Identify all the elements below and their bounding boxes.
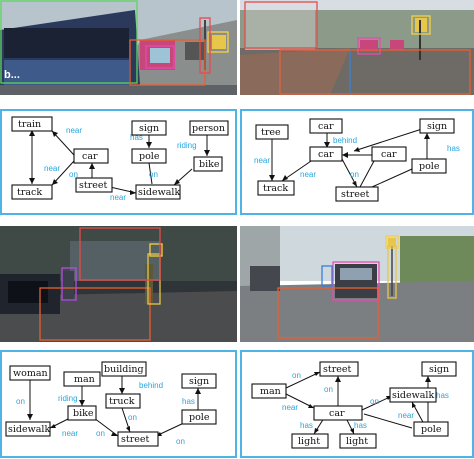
node-street: street (79, 180, 107, 191)
node-sign: sign (429, 364, 449, 375)
bbox-street (129, 39, 206, 86)
edge-label: on (16, 397, 25, 406)
street-photo-rail (240, 0, 474, 95)
node-car: car (82, 151, 98, 162)
node-car: car (381, 149, 397, 160)
edge-label: near (62, 429, 78, 438)
node-car: car (318, 149, 334, 160)
edge-label: has (300, 421, 313, 430)
node-truck: truck (109, 396, 135, 407)
bbox-sign (149, 243, 163, 257)
scene-graph-panel-2: behind near near on has car tree car car… (240, 109, 474, 215)
node-pole: pole (419, 161, 440, 172)
node-person: person (192, 123, 225, 134)
node-building: building (104, 364, 144, 375)
node-street: street (341, 189, 369, 200)
node-bike: bike (73, 408, 94, 419)
edge-label: on (176, 437, 185, 446)
edge-label: has (182, 397, 195, 406)
edge-label: riding (58, 394, 78, 403)
bbox-building (79, 227, 161, 281)
bbox-street (279, 49, 471, 95)
bbox-pole (387, 245, 397, 299)
bbox-car (145, 45, 175, 69)
edge-label: on (350, 170, 359, 179)
node-street: street (323, 364, 351, 375)
node-pole: pole (139, 151, 160, 162)
edge-label: on (96, 429, 105, 438)
street-photo-car (240, 226, 474, 342)
node-track: track (263, 183, 288, 194)
node-sidewalk: sidewalk (8, 424, 50, 435)
node-tree: tree (261, 127, 281, 138)
node-woman: woman (13, 368, 48, 379)
edge-label: has (436, 391, 449, 400)
bbox-street (277, 287, 379, 339)
photo-banner: b... (4, 69, 20, 81)
street-photo-city (0, 226, 237, 342)
edge-label: has (447, 144, 460, 153)
node-train: train (18, 119, 41, 130)
scene-graph-panel-3: on riding behind on near on has on woman… (0, 350, 237, 458)
street-photo-tram: b... (0, 0, 237, 95)
edge-label: has (130, 133, 143, 142)
edge-label: near (110, 193, 126, 202)
bbox-tree (244, 1, 318, 49)
edge-label: riding (177, 141, 197, 150)
node-street: street (121, 434, 149, 445)
scene-graph-panel-4: on near on has has on near has street ma… (240, 350, 474, 458)
node-sign: sign (427, 121, 447, 132)
node-sidewalk: sidewalk (138, 187, 180, 198)
node-sign: sign (189, 376, 209, 387)
bbox-man (321, 265, 333, 287)
bbox-sign (411, 15, 431, 35)
node-light: light (346, 436, 368, 447)
bbox-car (357, 37, 381, 55)
bbox-car (332, 261, 380, 301)
edge-label: on (370, 397, 379, 406)
node-car: car (329, 408, 345, 419)
node-track: track (17, 187, 42, 198)
edge-label: near (44, 164, 60, 173)
node-man: man (74, 374, 95, 385)
node-light: light (298, 436, 320, 447)
edge-label: near (398, 411, 414, 420)
bbox-train (0, 0, 138, 84)
edge-label: on (69, 170, 78, 179)
edge-label: behind (333, 136, 357, 145)
node-sidewalk: sidewalk (392, 390, 434, 401)
edge-label: on (128, 413, 137, 422)
edge-label: on (149, 170, 158, 179)
node-bike: bike (199, 159, 220, 170)
edge-label: near (282, 403, 298, 412)
bbox-sidewalk (39, 287, 151, 341)
bbox-sign (207, 31, 229, 53)
node-sign: sign (139, 123, 159, 134)
edge-label: has (354, 421, 367, 430)
node-pole: pole (421, 424, 442, 435)
node-man: man (260, 386, 281, 397)
edge-label: near (66, 126, 82, 135)
edge-label: near (300, 170, 316, 179)
edge-label: on (292, 371, 301, 380)
edge-label: behind (139, 381, 163, 390)
node-car: car (318, 121, 334, 132)
scene-graph-panel-1: near near on near has riding on train ca… (0, 109, 237, 215)
edge-label: on (324, 385, 333, 394)
edge-label: near (254, 156, 270, 165)
bbox-woman (61, 267, 77, 301)
bbox-sign (385, 235, 399, 249)
node-pole: pole (189, 412, 210, 423)
